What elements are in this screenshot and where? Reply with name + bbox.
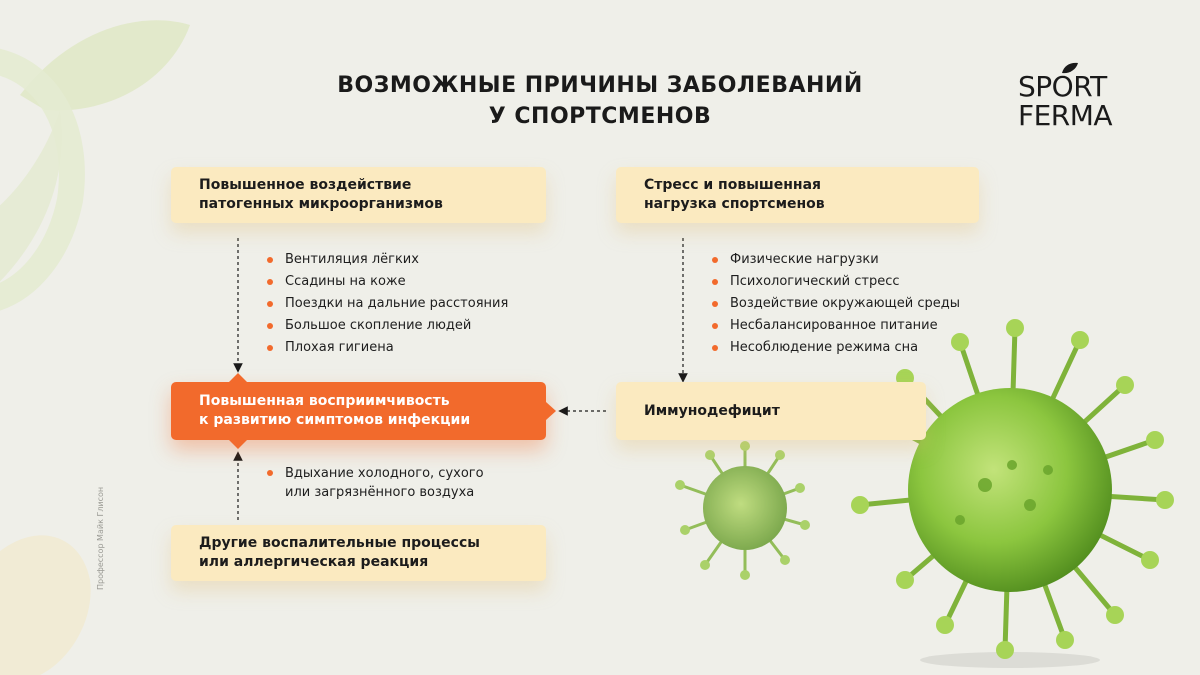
node-other: Другие воспалительные процессы или аллер…: [171, 525, 546, 581]
page-title: ВОЗМОЖНЫЕ ПРИЧИНЫ ЗАБОЛЕВАНИЙ У СПОРТСМЕ…: [300, 70, 900, 132]
node-immunodeficiency: Иммунодефицит: [616, 382, 926, 440]
node-immunodeficiency-label: Иммунодефицит: [644, 402, 780, 419]
node-other-line-1: Другие воспалительные процессы: [199, 535, 480, 551]
node-susceptibility-line-1: Повышенная восприимчивость: [199, 393, 450, 409]
title-line-2: У СПОРТСМЕНОВ: [488, 104, 712, 129]
title-line-1: ВОЗМОЖНЫЕ ПРИЧИНЫ ЗАБОЛЕВАНИЙ: [337, 73, 863, 98]
list-item: Плохая гигиена: [267, 337, 508, 359]
list-item: Ссадины на коже: [267, 271, 508, 293]
brand-logo: SPORT FERMA: [1018, 72, 1138, 130]
list-item: Воздействие окружающей среды: [712, 293, 960, 315]
leaf-icon: [1062, 62, 1078, 74]
logo-line-2: FERMA: [1018, 99, 1113, 132]
air-factor-note: Вдыхание холодного, сухого или загрязнён…: [267, 464, 484, 502]
node-susceptibility: Повышенная восприимчивость к развитию си…: [171, 382, 546, 440]
stress-factor-list: Физические нагрузки Психологический стре…: [712, 249, 960, 359]
list-item: Психологический стресс: [712, 271, 960, 293]
node-stress: Стресс и повышенная нагрузка спортсменов: [616, 167, 979, 223]
node-other-line-2: или аллергическая реакция: [199, 554, 429, 570]
node-pathogens: Повышенное воздействие патогенных микроо…: [171, 167, 546, 223]
list-item: Несоблюдение режима сна: [712, 337, 960, 359]
node-stress-line-2: нагрузка спортсменов: [644, 196, 825, 212]
node-stress-line-1: Стресс и повышенная: [644, 177, 822, 193]
air-factor-line-1: Вдыхание холодного, сухого: [285, 466, 484, 481]
node-pathogens-line-1: Повышенное воздействие: [199, 177, 412, 193]
list-item: Большое скопление людей: [267, 315, 508, 337]
list-item: Физические нагрузки: [712, 249, 960, 271]
pathogens-factor-list: Вентиляция лёгких Ссадины на коже Поездк…: [267, 249, 508, 359]
node-susceptibility-line-2: к развитию симптомов инфекции: [199, 412, 471, 428]
node-pathogens-line-2: патогенных микроорганизмов: [199, 196, 443, 212]
list-item: Несбалансированное питание: [712, 315, 960, 337]
logo-line-1: SPORT: [1018, 70, 1107, 103]
air-factor-line-2: или загрязнённого воздуха: [285, 485, 475, 500]
author-credit: Профессор Майк Глисон: [96, 486, 105, 590]
list-item: Поездки на дальние расстояния: [267, 293, 508, 315]
list-item: Вентиляция лёгких: [267, 249, 508, 271]
